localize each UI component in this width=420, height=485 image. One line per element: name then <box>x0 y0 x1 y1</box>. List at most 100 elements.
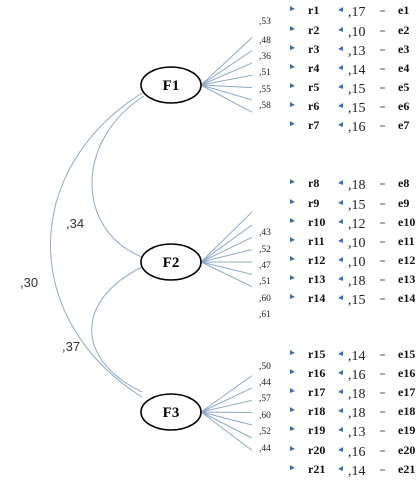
indicator-label: r6 <box>308 99 319 113</box>
error-variance: ,14 <box>348 464 366 479</box>
arrow-head-icon <box>338 466 343 471</box>
error-variance: ,12 <box>348 217 366 232</box>
indicator-label: r15 <box>308 347 325 361</box>
arrow-head-icon <box>338 103 343 108</box>
arrow-head-icon <box>290 218 295 223</box>
loading-line <box>200 411 253 439</box>
loading-line <box>200 224 253 263</box>
loading-line <box>200 399 253 413</box>
error-term: e17 <box>398 385 415 399</box>
loading-value: ,51 <box>259 277 271 287</box>
arrow-head-icon <box>338 389 343 394</box>
indicator-label: r16 <box>308 366 325 380</box>
error-variance: ,14 <box>348 63 366 78</box>
arrow-head-icon <box>290 369 295 374</box>
correlation-arc-f1-f3 <box>50 92 143 398</box>
loading-value: ,52 <box>259 245 271 255</box>
loading-value: ,55 <box>259 85 271 95</box>
loading-line <box>200 261 253 288</box>
indicator-label: r19 <box>308 423 325 437</box>
indicator-row: r6 ,15 e6 <box>290 99 409 116</box>
arrow-head-icon <box>290 102 295 107</box>
arrow-head-icon <box>290 199 295 204</box>
loading-value: ,50 <box>259 362 271 372</box>
error-term: e1 <box>398 3 409 17</box>
error-variance: ,13 <box>348 44 366 59</box>
indicator-label: r9 <box>308 196 319 210</box>
arrow-head-icon <box>338 351 343 356</box>
factor-f2: F2 <box>140 243 202 281</box>
arrow-head-icon <box>338 295 343 300</box>
error-term: e15 <box>398 347 415 361</box>
loading-value: ,53 <box>259 17 271 27</box>
indicator-label: r8 <box>308 176 319 190</box>
arrow-head-icon <box>338 7 343 12</box>
error-variance: ,10 <box>348 236 366 251</box>
factor-f3: F3 <box>140 393 202 431</box>
loading-value: ,58 <box>259 101 271 111</box>
loading-line <box>200 411 253 426</box>
loading-line <box>200 84 253 101</box>
error-variance: ,18 <box>348 178 366 193</box>
indicator-label: r5 <box>308 80 319 94</box>
indicator-label: r11 <box>308 234 325 248</box>
factor-label: F2 <box>163 255 180 271</box>
arrow-head-icon <box>338 257 343 262</box>
arrow-head-icon <box>338 180 343 185</box>
loading-value: ,52 <box>259 427 271 437</box>
loading-line <box>200 261 253 275</box>
loading-line <box>200 387 253 413</box>
loading-value: ,43 <box>259 228 271 238</box>
loading-value: ,44 <box>259 378 271 388</box>
error-variance: ,18 <box>348 406 366 421</box>
error-variance: ,16 <box>348 445 366 460</box>
error-term: e16 <box>398 366 415 380</box>
loading-value: ,57 <box>259 394 271 404</box>
loading-line <box>200 411 253 451</box>
indicator-label: r20 <box>308 443 325 457</box>
error-term: e9 <box>398 196 409 210</box>
indicator-label: r4 <box>308 61 319 75</box>
correlation-f1-f3: ,30 <box>20 275 38 290</box>
error-variance: ,15 <box>348 198 366 213</box>
error-variance: ,10 <box>348 255 366 270</box>
error-term: e2 <box>398 23 409 37</box>
error-term: e6 <box>398 99 409 113</box>
arrow-head-icon <box>290 256 295 261</box>
loading-line <box>200 375 253 413</box>
arrow-head-icon <box>338 427 343 432</box>
error-variance: ,17 <box>348 5 366 20</box>
indicator-label: r7 <box>308 118 319 132</box>
arrow-head-icon <box>338 238 343 243</box>
arrow-head-icon <box>338 46 343 51</box>
arrow-head-icon <box>338 408 343 413</box>
error-term: e3 <box>398 42 409 56</box>
loading-value: ,48 <box>259 36 271 46</box>
loading-value: ,51 <box>259 68 271 78</box>
error-variance: ,15 <box>348 293 366 308</box>
error-variance: ,16 <box>348 368 366 383</box>
indicator-label: r21 <box>308 462 325 476</box>
arrow-head-icon <box>290 6 295 11</box>
correlation-f2-f3: ,37 <box>62 339 80 354</box>
arrow-head-icon <box>290 45 295 50</box>
factor-label: F3 <box>163 405 180 421</box>
error-variance: ,15 <box>348 101 366 116</box>
error-term: e12 <box>398 253 415 267</box>
arrow-head-icon <box>338 84 343 89</box>
arrow-head-icon <box>290 407 295 412</box>
loading-line <box>200 37 253 86</box>
